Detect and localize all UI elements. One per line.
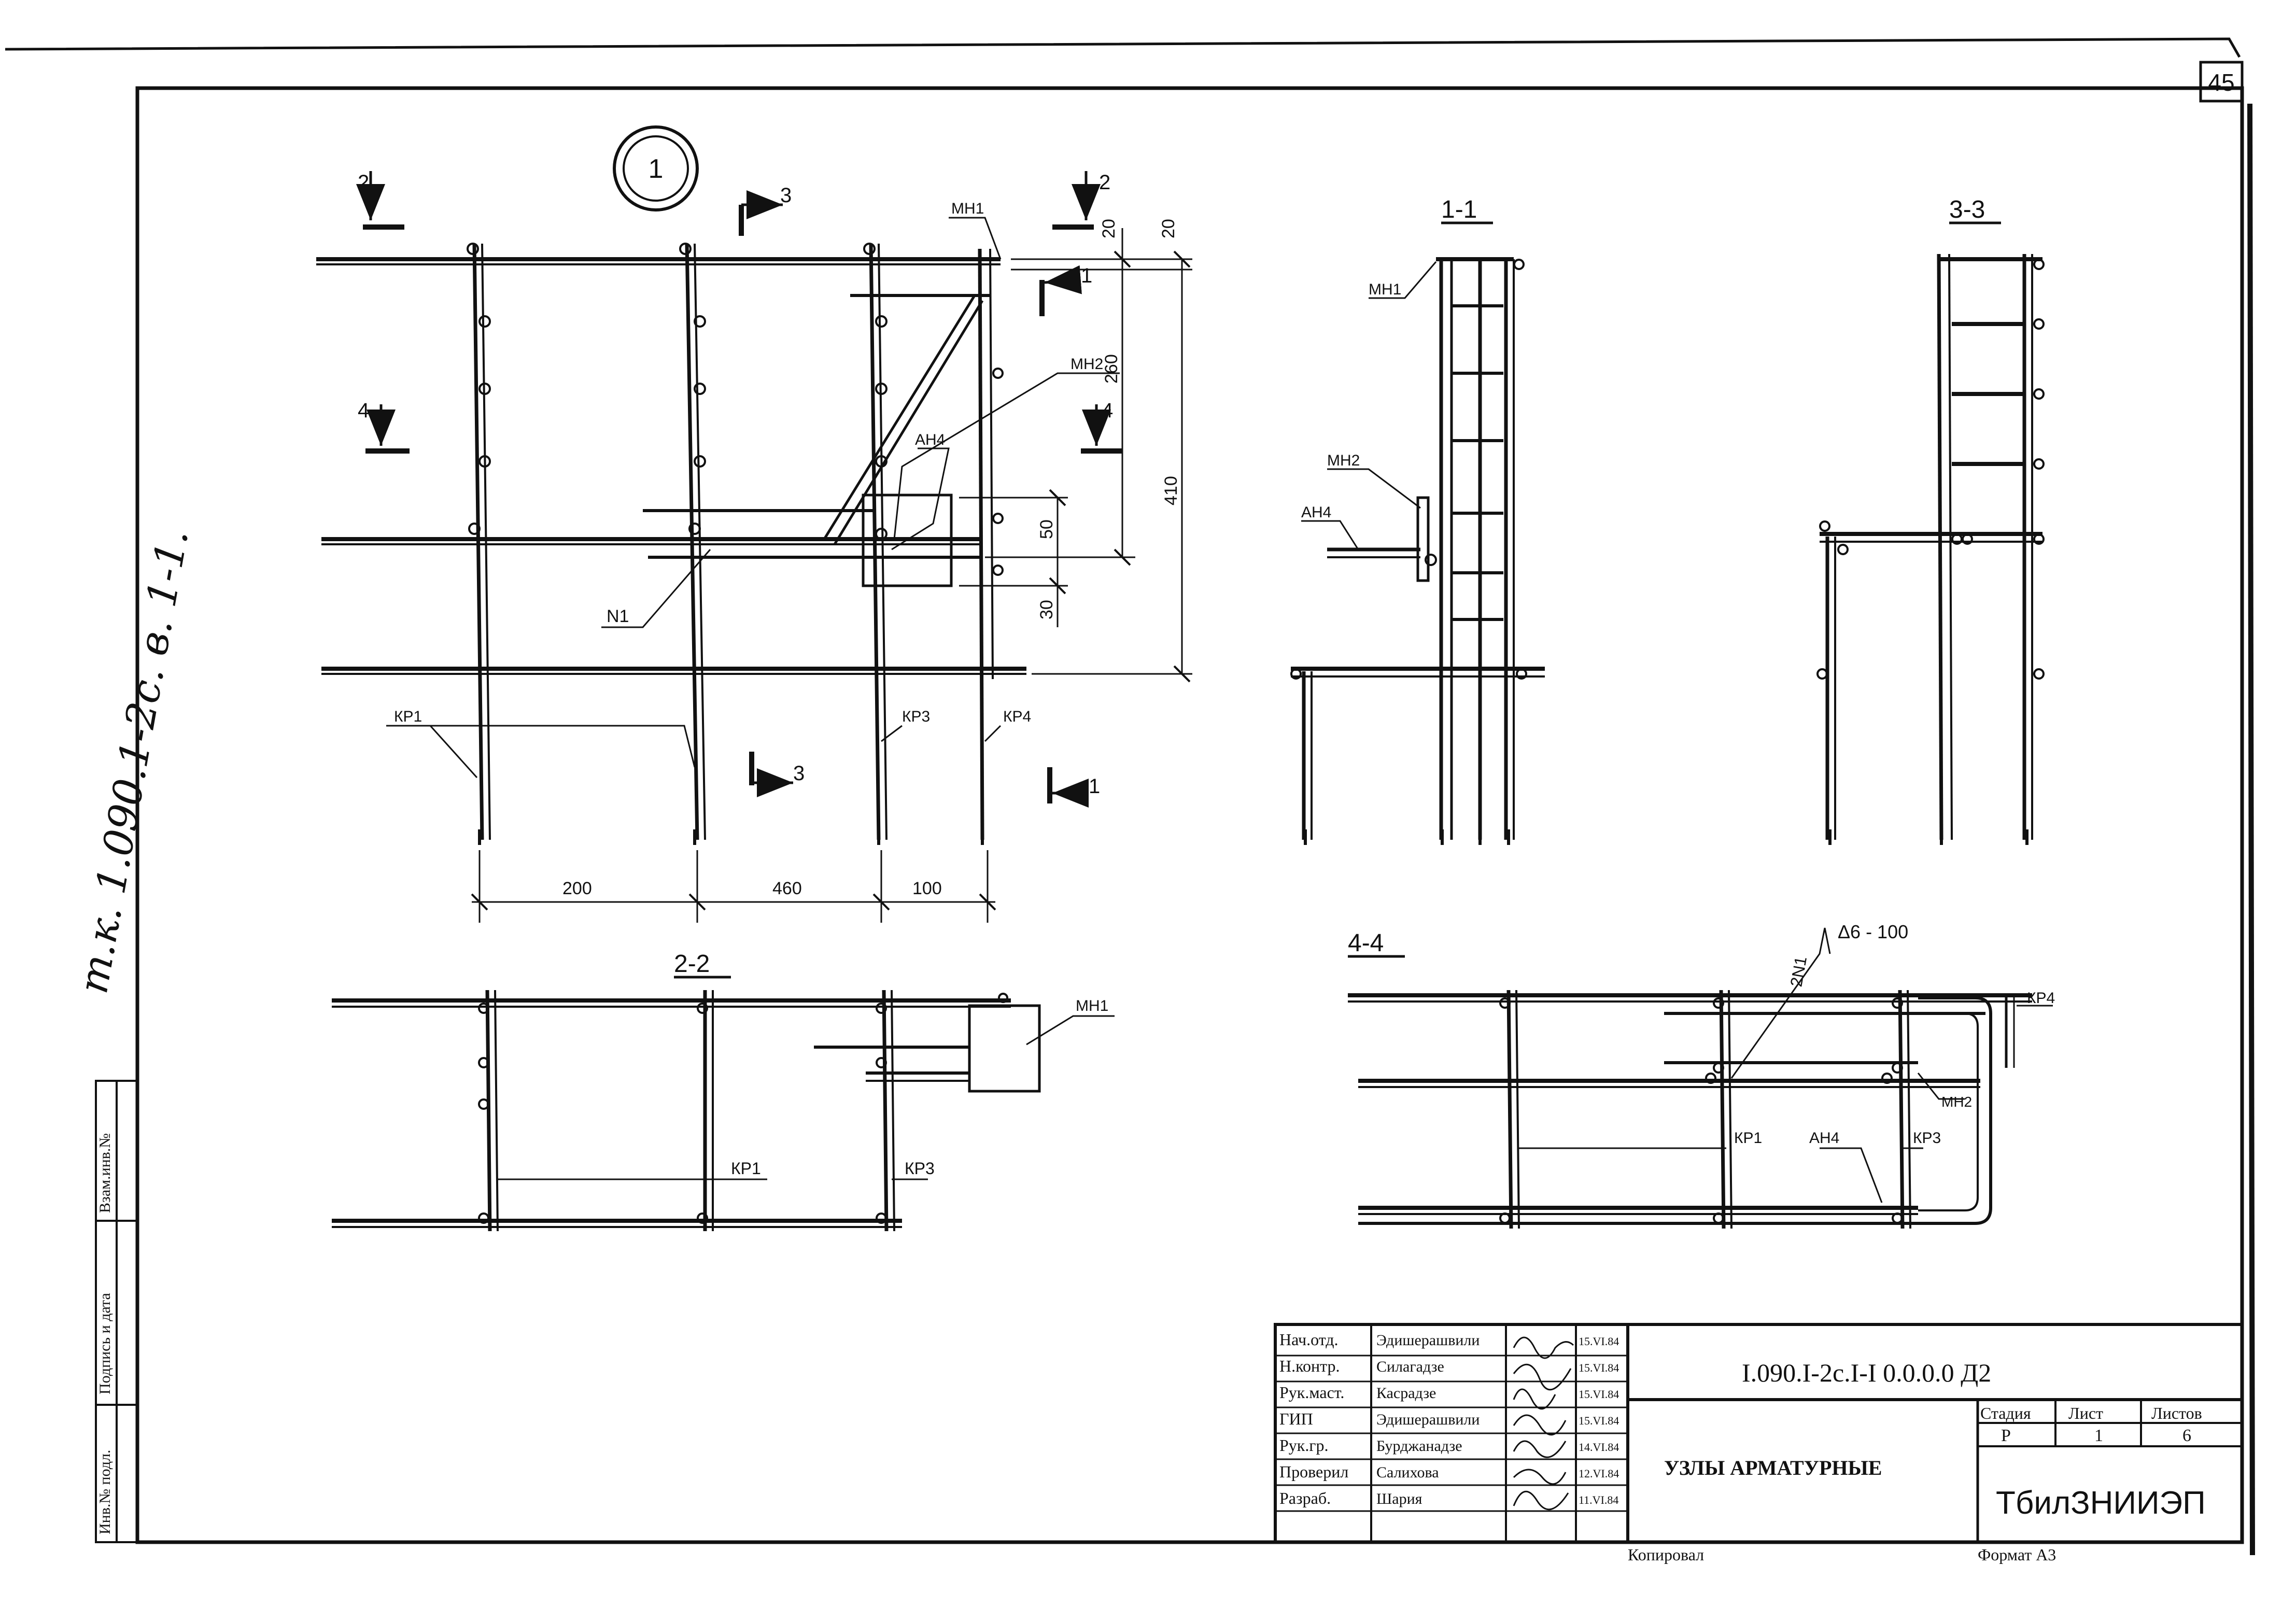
svg-text:20: 20 — [1099, 219, 1119, 238]
tb-person: Салихова — [1376, 1464, 1439, 1481]
svg-text:КР4: КР4 — [2027, 990, 2055, 1007]
tb-person: Касрадзе — [1376, 1385, 1436, 1402]
section-1-1-labels: 1-1 МН1 МН2 АН4 — [1301, 196, 1477, 521]
tb-person: Шария — [1376, 1490, 1422, 1507]
svg-text:50: 50 — [1037, 519, 1057, 539]
svg-text:КР1: КР1 — [731, 1159, 761, 1178]
plan-labels: 2 2 3 3 4 4 1 1 МН1 МН2 АН4 N1 КР1 КР3 К… — [358, 171, 1181, 898]
tb-date: 15.VI.84 — [1579, 1388, 1619, 1401]
svg-text:3: 3 — [780, 184, 792, 207]
svg-text:Р: Р — [2001, 1426, 2011, 1445]
section-3-3 — [1816, 221, 2045, 845]
svg-text:6: 6 — [2182, 1426, 2191, 1445]
tb-date: 15.VI.84 — [1579, 1335, 1619, 1348]
drawing-code: I.090.I-2с.I-I 0.0.0.0 Д2 — [1742, 1358, 1991, 1387]
svg-text:КР4: КР4 — [1003, 708, 1031, 725]
svg-text:410: 410 — [1161, 476, 1181, 505]
tb-date: 15.VI.84 — [1579, 1361, 1619, 1374]
node-marker: 1 — [613, 125, 699, 211]
svg-text:МН1: МН1 — [1369, 281, 1401, 298]
title-block-text: I.090.I-2с.I-I 0.0.0.0 Д2 УЗЛЫ АРМАТУРНЫ… — [1628, 1358, 2206, 1564]
section-4-4-labels: 4-4 Δ6 - 100 2N1 КР4 МН2 КР1 АН4 КР3 — [1348, 921, 2055, 1147]
tb-person: Силагадзе — [1376, 1358, 1444, 1375]
svg-text:МН2: МН2 — [1941, 1094, 1972, 1110]
svg-text:1: 1 — [1089, 775, 1100, 798]
svg-text:Листов: Листов — [2151, 1404, 2202, 1422]
tb-role: Проверил — [1279, 1462, 1348, 1481]
inv-no-label: Инв.№ подл. — [96, 1450, 114, 1534]
tb-role: ГИП — [1279, 1409, 1313, 1428]
svg-text:КР3: КР3 — [902, 708, 930, 725]
svg-text:МН2: МН2 — [1327, 452, 1360, 469]
svg-text:Лист: Лист — [2068, 1404, 2103, 1422]
side-panel — [95, 1080, 138, 1543]
svg-text:Копировал: Копировал — [1628, 1545, 1704, 1564]
svg-text:3: 3 — [793, 762, 805, 785]
svg-text:КР3: КР3 — [1913, 1130, 1941, 1147]
drawing-name: УЗЛЫ АРМАТУРНЫЕ — [1664, 1456, 1882, 1479]
svg-text:АН4: АН4 — [915, 431, 945, 448]
svg-text:1-1: 1-1 — [1441, 196, 1477, 223]
svg-text:460: 460 — [772, 879, 802, 898]
svg-text:4-4: 4-4 — [1348, 929, 1384, 957]
svg-text:КР1: КР1 — [394, 708, 422, 725]
title-block — [1274, 1323, 2244, 1544]
org-name: ТбилЗНИИЭП — [1996, 1485, 2206, 1521]
tb-role: Рук.гр. — [1279, 1436, 1328, 1455]
svg-text:Формат А3: Формат А3 — [1978, 1545, 2056, 1564]
section-3-3-title: 3-3 — [1949, 196, 1985, 223]
page-number: 45 — [2208, 69, 2234, 96]
svg-text:1: 1 — [2094, 1426, 2103, 1445]
svg-text:КР3: КР3 — [905, 1159, 935, 1178]
svg-text:Δ6 - 100: Δ6 - 100 — [1838, 921, 1908, 942]
side-stamp: т.к. 1.090.1-2с. в. 1-1. — [70, 526, 198, 997]
svg-text:2: 2 — [358, 171, 369, 194]
svg-text:КР1: КР1 — [1734, 1130, 1762, 1147]
tb-role: Разраб. — [1279, 1489, 1331, 1507]
svg-text:2-2: 2-2 — [674, 950, 710, 978]
svg-text:N1: N1 — [607, 607, 629, 626]
sheet-border — [5, 37, 2255, 1556]
section-2-2 — [332, 976, 1115, 1232]
svg-text:2: 2 — [1099, 171, 1110, 194]
svg-text:200: 200 — [562, 879, 592, 898]
svg-text:260: 260 — [1102, 354, 1121, 384]
tb-role: Н.контр. — [1279, 1357, 1340, 1375]
tb-role: Нач.отд. — [1279, 1330, 1339, 1349]
tb-date: 14.VI.84 — [1579, 1441, 1619, 1454]
section-1-1 — [1290, 221, 1545, 845]
svg-text:30: 30 — [1037, 600, 1057, 619]
svg-text:4: 4 — [358, 399, 369, 422]
svg-text:1: 1 — [1081, 264, 1092, 287]
svg-text:МН1: МН1 — [951, 200, 984, 217]
tb-role: Рук.маст. — [1279, 1383, 1344, 1402]
svg-text:МН2: МН2 — [1070, 356, 1103, 373]
svg-text:АН4: АН4 — [1809, 1130, 1839, 1147]
svg-text:100: 100 — [912, 879, 942, 898]
svg-text:20: 20 — [1159, 219, 1178, 238]
tb-date: 15.VI.84 — [1579, 1414, 1619, 1427]
tb-person: Эдишерашвили — [1376, 1332, 1480, 1349]
tb-person: Бурджанадзе — [1376, 1437, 1462, 1455]
svg-text:МН1: МН1 — [1076, 997, 1108, 1014]
svg-text:1: 1 — [649, 154, 664, 184]
tb-date: 12.VI.84 — [1579, 1467, 1619, 1480]
svg-text:Стадия: Стадия — [1980, 1404, 2031, 1422]
replace-inv-label: Взам.инв.№ — [96, 1133, 114, 1213]
plan-view — [316, 171, 1192, 923]
sign-date-label: Подпись и дата — [96, 1293, 114, 1394]
svg-text:АН4: АН4 — [1301, 504, 1331, 521]
section-4-4 — [1348, 927, 2053, 1229]
section-2-2-labels: 2-2 МН1 КР1 КР3 — [674, 950, 1108, 1178]
svg-text:4: 4 — [1102, 399, 1113, 422]
tb-date: 11.VI.84 — [1579, 1493, 1618, 1506]
tb-person: Эдишерашвили — [1376, 1411, 1480, 1428]
svg-text:2N1: 2N1 — [1786, 955, 1810, 988]
